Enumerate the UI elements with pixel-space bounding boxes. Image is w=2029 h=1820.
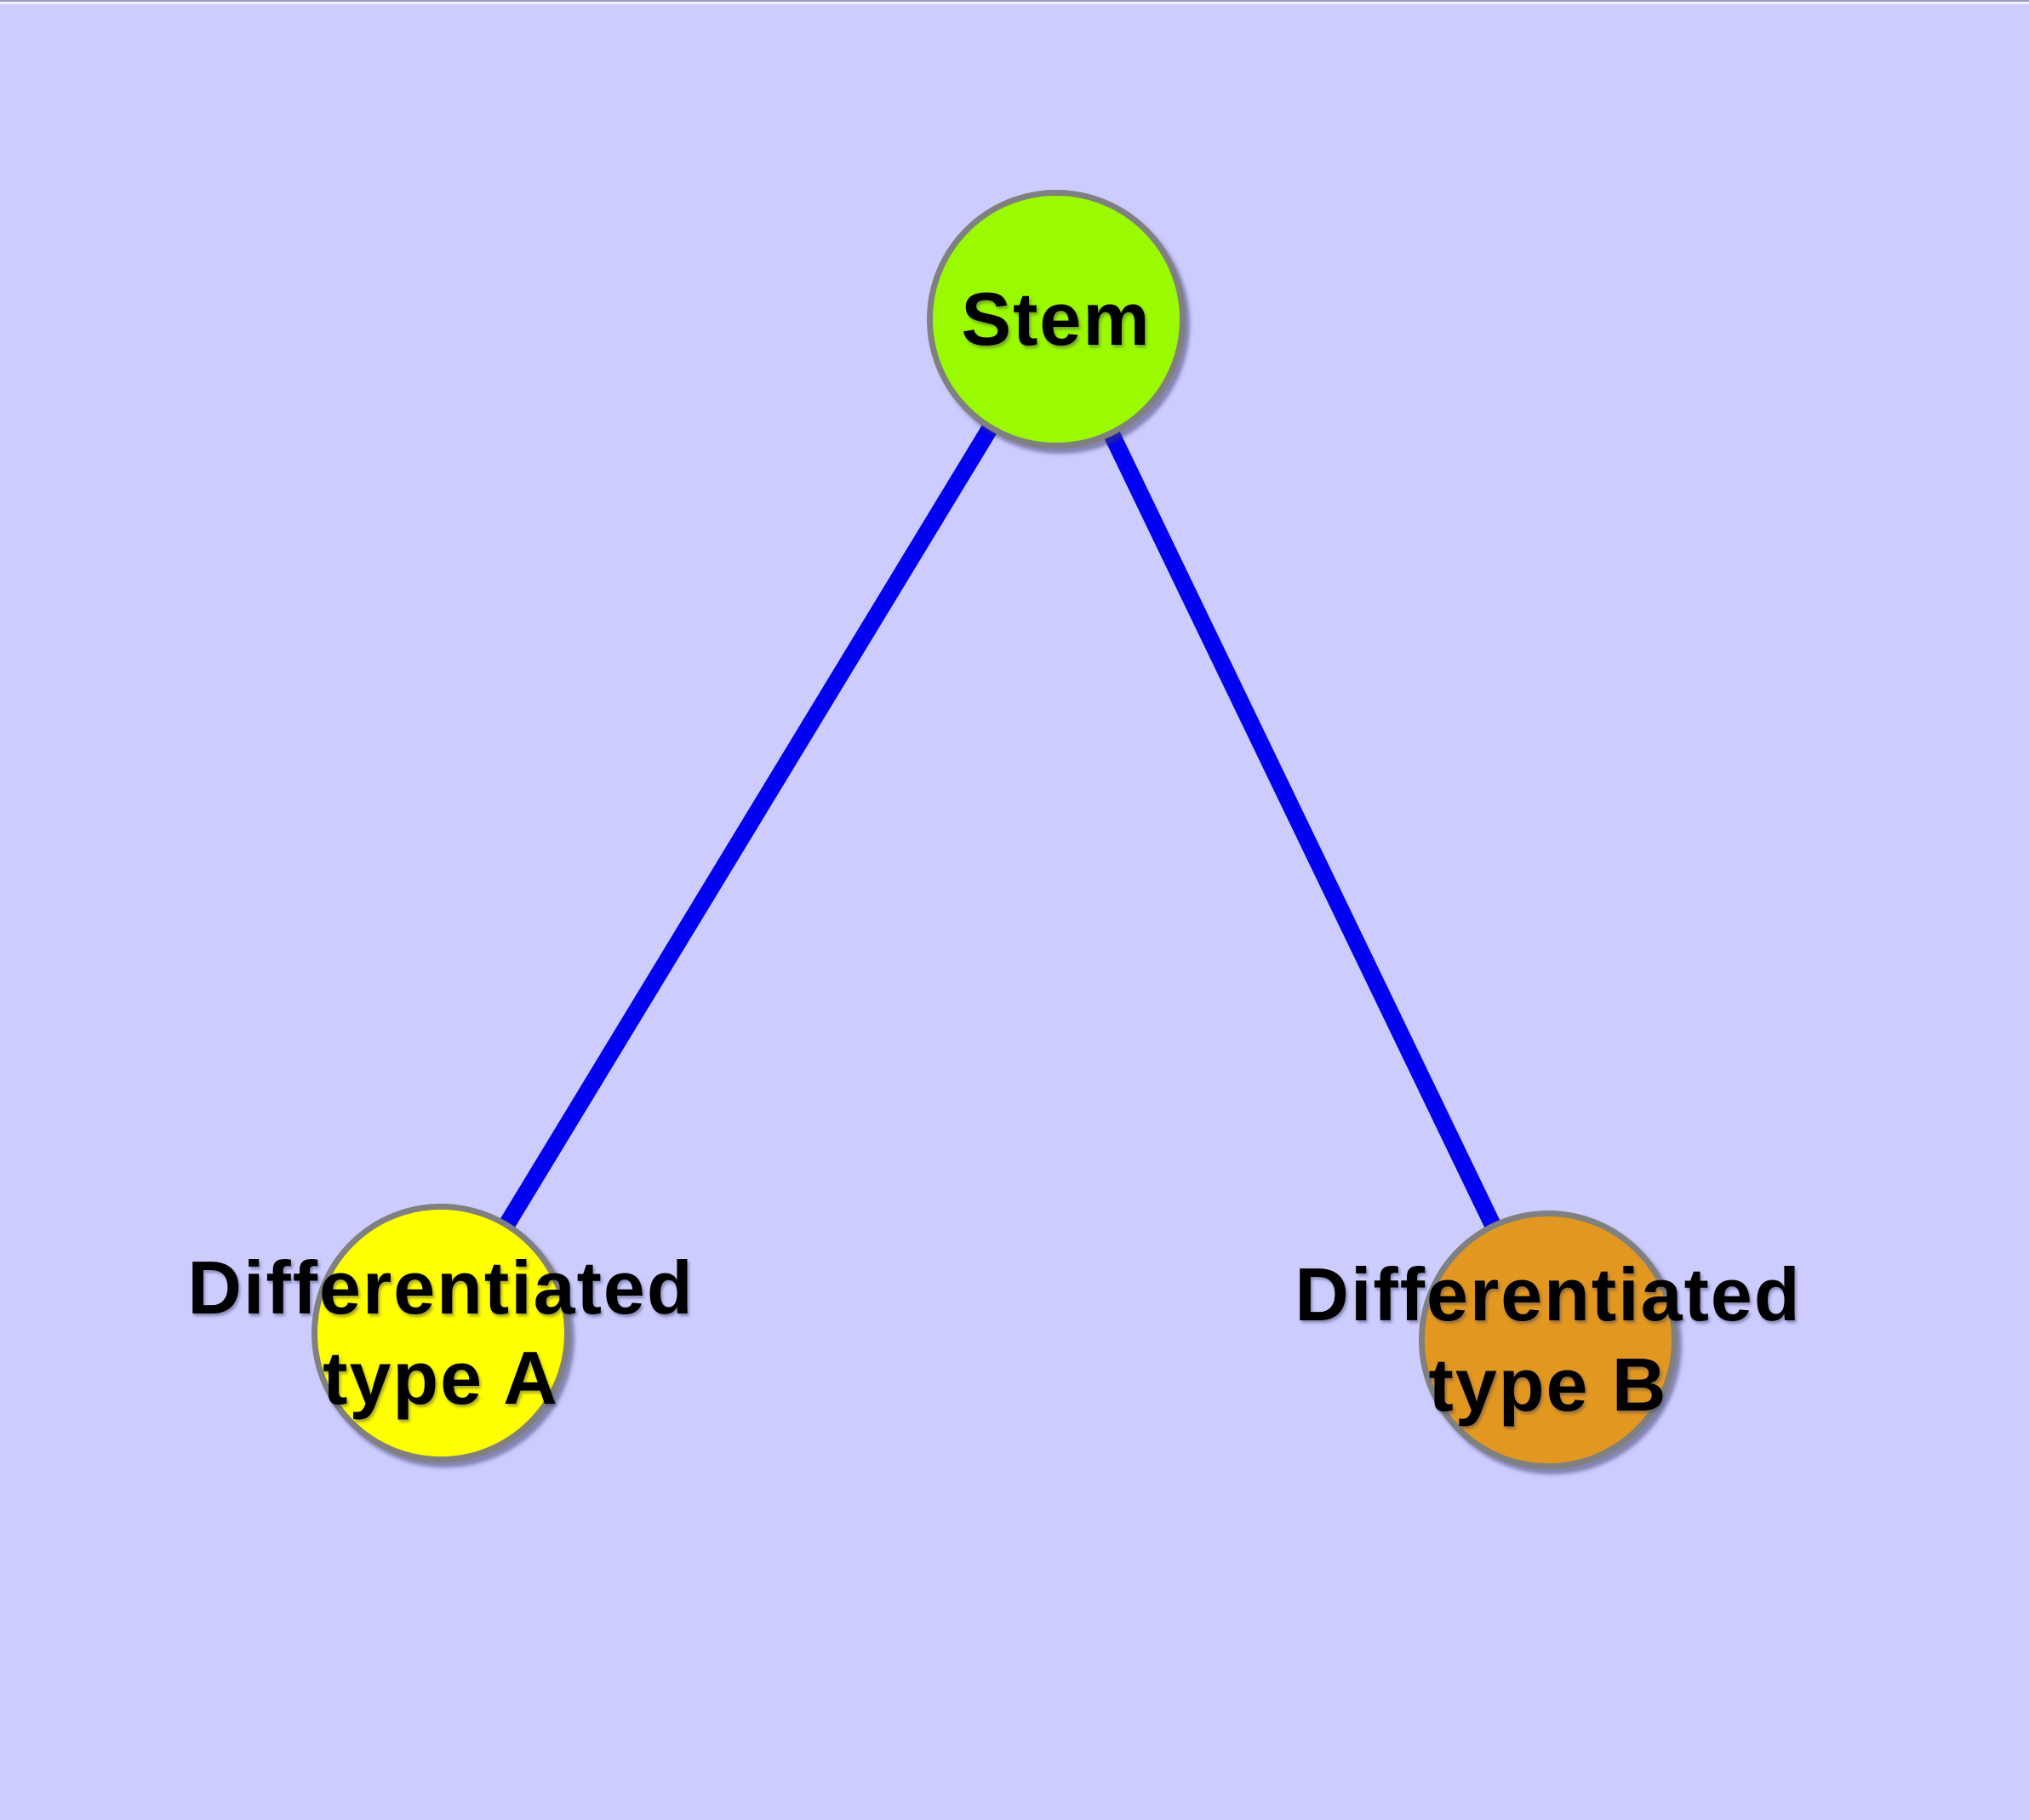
window-top-edge [0,0,2029,2]
node-stem [927,190,1186,449]
edge-stem-to-diff-b [1048,315,1557,1344]
node-label-stem: Stem [961,277,1152,361]
node-diff-b [1419,1210,1677,1469]
node-diff-a [311,1204,570,1462]
node-label-diff-b: Differentiated type B [1295,1252,1802,1427]
window-top-edge-highlight [0,2,2029,4]
node-label-diff-a: Differentiated type A [187,1245,694,1420]
edge-stem-to-diff-a [433,314,1064,1338]
